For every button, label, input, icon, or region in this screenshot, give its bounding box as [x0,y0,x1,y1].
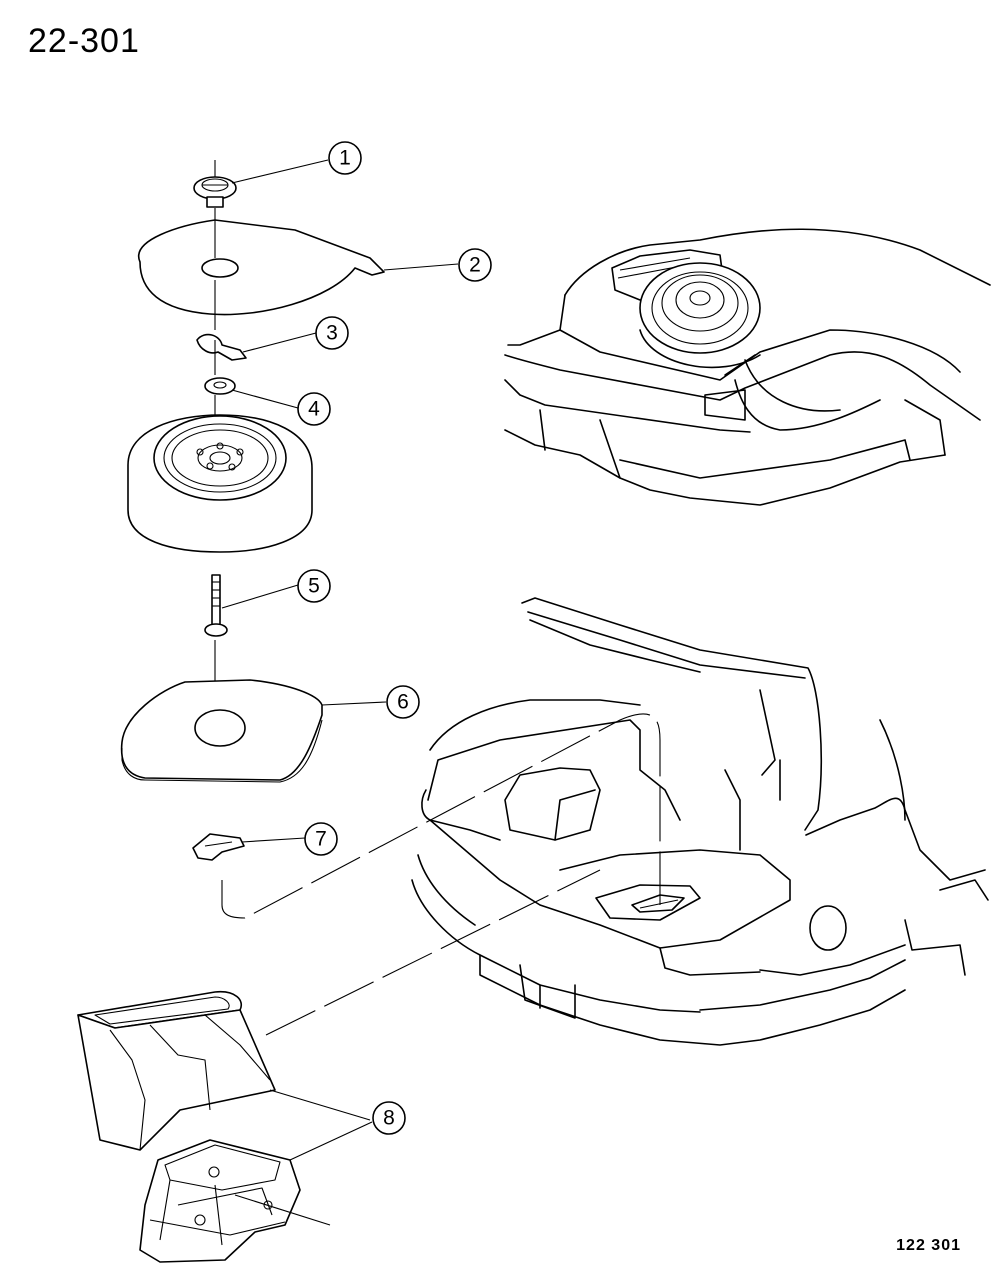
callout-6-label: 6 [397,691,409,714]
callout-2-label: 2 [469,254,481,277]
part-2-cover-plate [137,208,385,330]
callout-1: 1 [328,141,362,175]
part-4-spacer [204,377,236,420]
part-5-bolt [204,574,228,688]
spare-tire [127,414,313,553]
callout-2: 2 [458,248,492,282]
callout-leaders [221,159,459,1161]
assembly-leader-lines [221,713,661,1036]
callout-1-label: 1 [339,147,351,170]
part-7-clip [192,833,245,861]
callout-7-label: 7 [315,828,327,851]
part-3-clip [196,333,247,375]
callout-8-label: 8 [383,1107,395,1130]
callout-3: 3 [315,316,349,350]
figure-code: 122 301 [896,1237,961,1254]
car-rear-tire-in-trunk [504,228,991,506]
part-1-hold-down-knob [193,160,237,208]
page-title: 22-301 [28,22,140,60]
callout-5-label: 5 [308,575,320,598]
callout-5: 5 [297,569,331,603]
callout-7: 7 [304,822,338,856]
callout-3-label: 3 [326,322,338,345]
part-8-scissor-jack [139,1139,331,1263]
callout-4: 4 [297,392,331,426]
callout-8: 8 [372,1101,406,1135]
part-6-pad [120,679,323,783]
part-8-jack-container [77,990,276,1151]
callout-6: 6 [386,685,420,719]
callout-4-label: 4 [308,398,320,421]
car-rear-trunk-open [411,597,989,1046]
